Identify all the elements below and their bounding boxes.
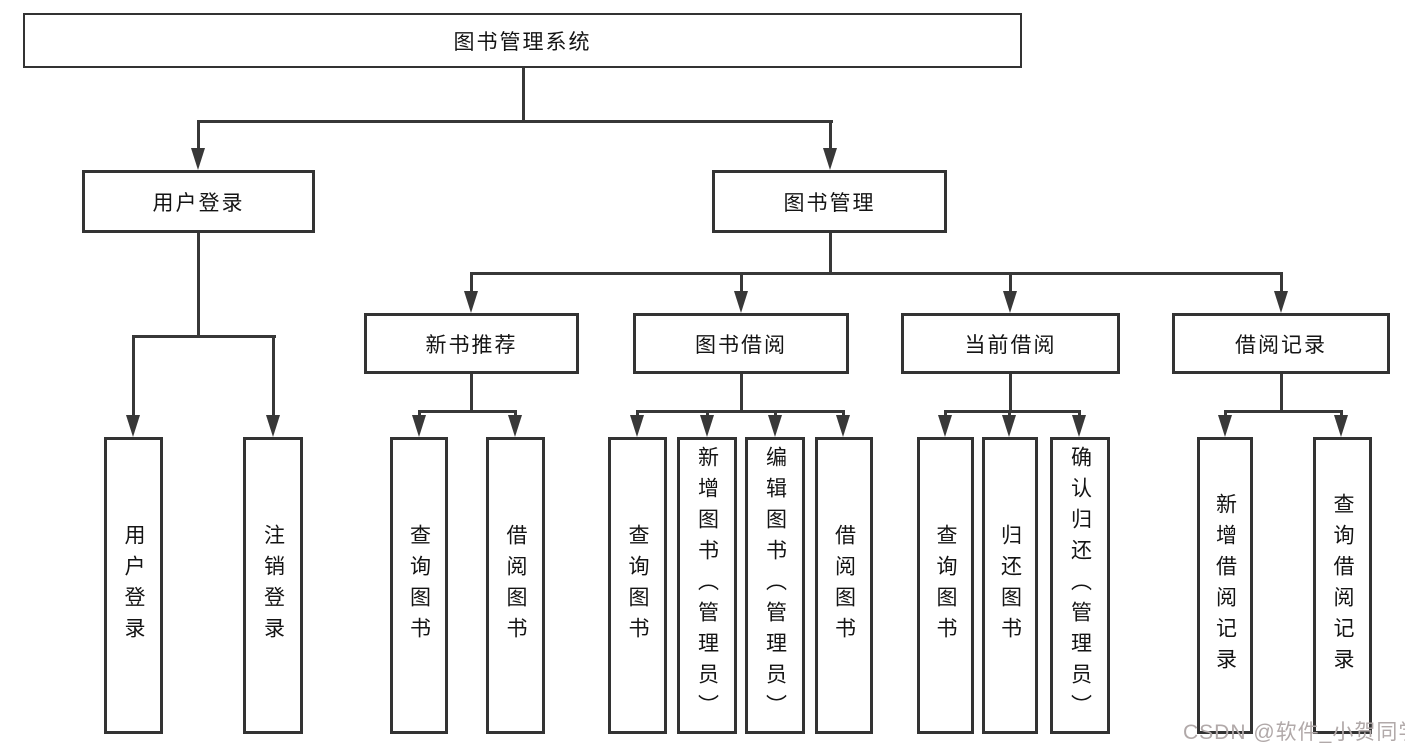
connector-line: [636, 410, 845, 413]
node-label: 查询借阅记录: [1331, 492, 1354, 679]
watermark: CSDN @软件_小贺同学: [1183, 721, 1405, 744]
connector-line: [1280, 374, 1283, 412]
leaf-logout: 注销登录: [243, 437, 303, 734]
node-label: 新增图书（管理员）: [695, 446, 719, 725]
leaf-add-books-admin: 新增图书（管理员）: [677, 437, 737, 734]
connector-line: [1008, 410, 1011, 418]
node-label: 图书管理: [783, 191, 876, 215]
connector-line: [470, 374, 473, 412]
node-label: 归还图书: [998, 523, 1022, 648]
leaf-confirm-return-admin: 确认归还（管理员）: [1050, 437, 1110, 734]
connector-line: [272, 335, 275, 416]
connector-line: [132, 335, 135, 416]
leaf-query-borrow-record: 查询借阅记录: [1313, 437, 1372, 734]
connector-line: [132, 335, 276, 338]
arrow-down-icon: [630, 415, 644, 437]
node-label: 借阅图书: [504, 523, 527, 648]
connector-line: [197, 120, 833, 123]
node-label: 当前借阅: [964, 333, 1057, 357]
arrow-down-icon: [768, 415, 782, 437]
leaf-add-borrow-record: 新增借阅记录: [1197, 437, 1253, 734]
arrow-down-icon: [1274, 291, 1288, 313]
node-book-management: 图书管理: [712, 170, 947, 233]
arrow-down-icon: [126, 415, 140, 437]
connector-line: [197, 120, 200, 150]
leaf-edit-books-admin: 编辑图书（管理员）: [745, 437, 805, 734]
connector-line: [829, 233, 832, 274]
arrow-down-icon: [823, 148, 837, 170]
node-label: 图书借阅: [695, 333, 787, 357]
arrow-down-icon: [700, 415, 714, 437]
arrow-down-icon: [412, 415, 426, 437]
connector-line: [842, 410, 845, 418]
node-current-borrowing: 当前借阅: [901, 313, 1120, 374]
connector-line: [418, 410, 421, 418]
node-label: 图书管理系统: [453, 30, 592, 54]
node-book-borrowing: 图书借阅: [633, 313, 849, 374]
arrow-down-icon: [191, 148, 205, 170]
arrow-down-icon: [938, 415, 952, 437]
connector-line: [1224, 410, 1227, 418]
node-label: 查询图书: [626, 523, 649, 648]
connector-line: [470, 272, 1283, 275]
arrow-down-icon: [266, 415, 280, 437]
connector-line: [1078, 410, 1081, 418]
node-label: 借阅记录: [1235, 333, 1327, 357]
leaf-borrow-books-1: 借阅图书: [486, 437, 545, 734]
connector-line: [636, 410, 639, 418]
node-label: 注销登录: [261, 523, 285, 648]
connector-line: [522, 68, 525, 122]
leaf-user-login: 用户登录: [104, 437, 163, 734]
node-label: 借阅图书: [832, 523, 856, 648]
node-label: 用户登录: [152, 191, 245, 215]
node-library-system: 图书管理系统: [23, 13, 1022, 68]
node-label: 用户登录: [122, 523, 145, 648]
arrow-down-icon: [734, 291, 748, 313]
node-borrow-records: 借阅记录: [1172, 313, 1390, 374]
arrow-down-icon: [1003, 291, 1017, 313]
node-user-login: 用户登录: [82, 170, 315, 233]
leaf-query-books-2: 查询图书: [608, 437, 667, 734]
connector-line: [706, 410, 709, 418]
connector-line: [1280, 272, 1283, 292]
leaf-return-books: 归还图书: [982, 437, 1038, 734]
arrow-down-icon: [1334, 415, 1348, 437]
connector-line: [740, 374, 743, 412]
connector-line: [470, 272, 473, 292]
arrow-down-icon: [1218, 415, 1232, 437]
connector-line: [944, 410, 947, 418]
node-label: 确认归还（管理员）: [1068, 446, 1092, 725]
node-label: 新增借阅记录: [1213, 492, 1237, 679]
node-label: 新书推荐: [425, 333, 518, 357]
node-new-book-recommend: 新书推荐: [364, 313, 579, 374]
leaf-query-books-1: 查询图书: [390, 437, 448, 734]
node-label: 查询图书: [934, 523, 957, 648]
connector-line: [197, 233, 200, 337]
node-label: 查询图书: [407, 523, 431, 648]
arrow-down-icon: [1072, 415, 1086, 437]
leaf-borrow-books-2: 借阅图书: [815, 437, 873, 734]
node-label: 编辑图书（管理员）: [763, 446, 787, 725]
connector-line: [829, 120, 832, 150]
arrow-down-icon: [508, 415, 522, 437]
connector-line: [418, 410, 517, 413]
connector-line: [740, 272, 743, 292]
arrow-down-icon: [1002, 415, 1016, 437]
arrow-down-icon: [464, 291, 478, 313]
connector-line: [1224, 410, 1343, 413]
connector-line: [514, 410, 517, 418]
connector-line: [944, 410, 1081, 413]
leaf-query-books-3: 查询图书: [917, 437, 974, 734]
arrow-down-icon: [836, 415, 850, 437]
connector-line: [1009, 272, 1012, 292]
connector-line: [1009, 374, 1012, 412]
connector-line: [1340, 410, 1343, 418]
connector-line: [774, 410, 777, 418]
